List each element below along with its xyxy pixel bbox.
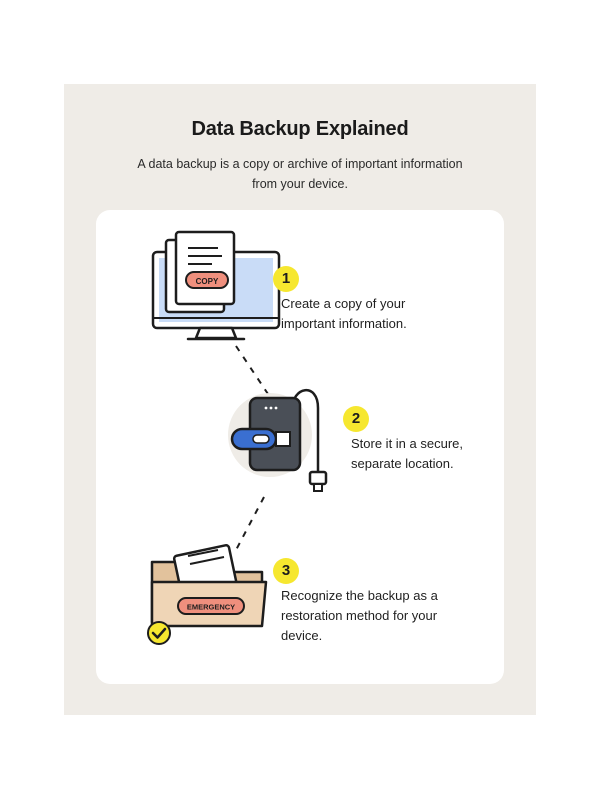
steps-card: COPY: [96, 210, 504, 684]
folder-icon: EMERGENCY: [150, 544, 268, 628]
steps-illustration: COPY: [147, 230, 328, 645]
step-1-number: 1: [273, 266, 299, 292]
page-title: Data Backup Explained: [191, 118, 409, 140]
connector-2-3: [235, 496, 265, 551]
step-2-number: 2: [343, 406, 369, 432]
page-subtitle: A data backup is a copy or archive of im…: [137, 157, 463, 191]
step-3-text: Recognize the backup as a restoration me…: [281, 588, 438, 643]
copy-tag: COPY: [196, 277, 219, 286]
usb-stick-icon: [230, 427, 291, 451]
document-icon: COPY: [164, 230, 236, 314]
step-1-text: Create a copy of your important informat…: [281, 296, 407, 331]
infographic-panel: Data Backup Explained A data backup is a…: [64, 84, 536, 715]
checkmark-badge-icon: [147, 621, 171, 645]
connector-1-2: [235, 345, 269, 395]
emergency-tag: EMERGENCY: [187, 603, 235, 612]
step-3-number: 3: [273, 558, 299, 584]
step-2-text: Store it in a secure, separate location.: [351, 436, 463, 471]
